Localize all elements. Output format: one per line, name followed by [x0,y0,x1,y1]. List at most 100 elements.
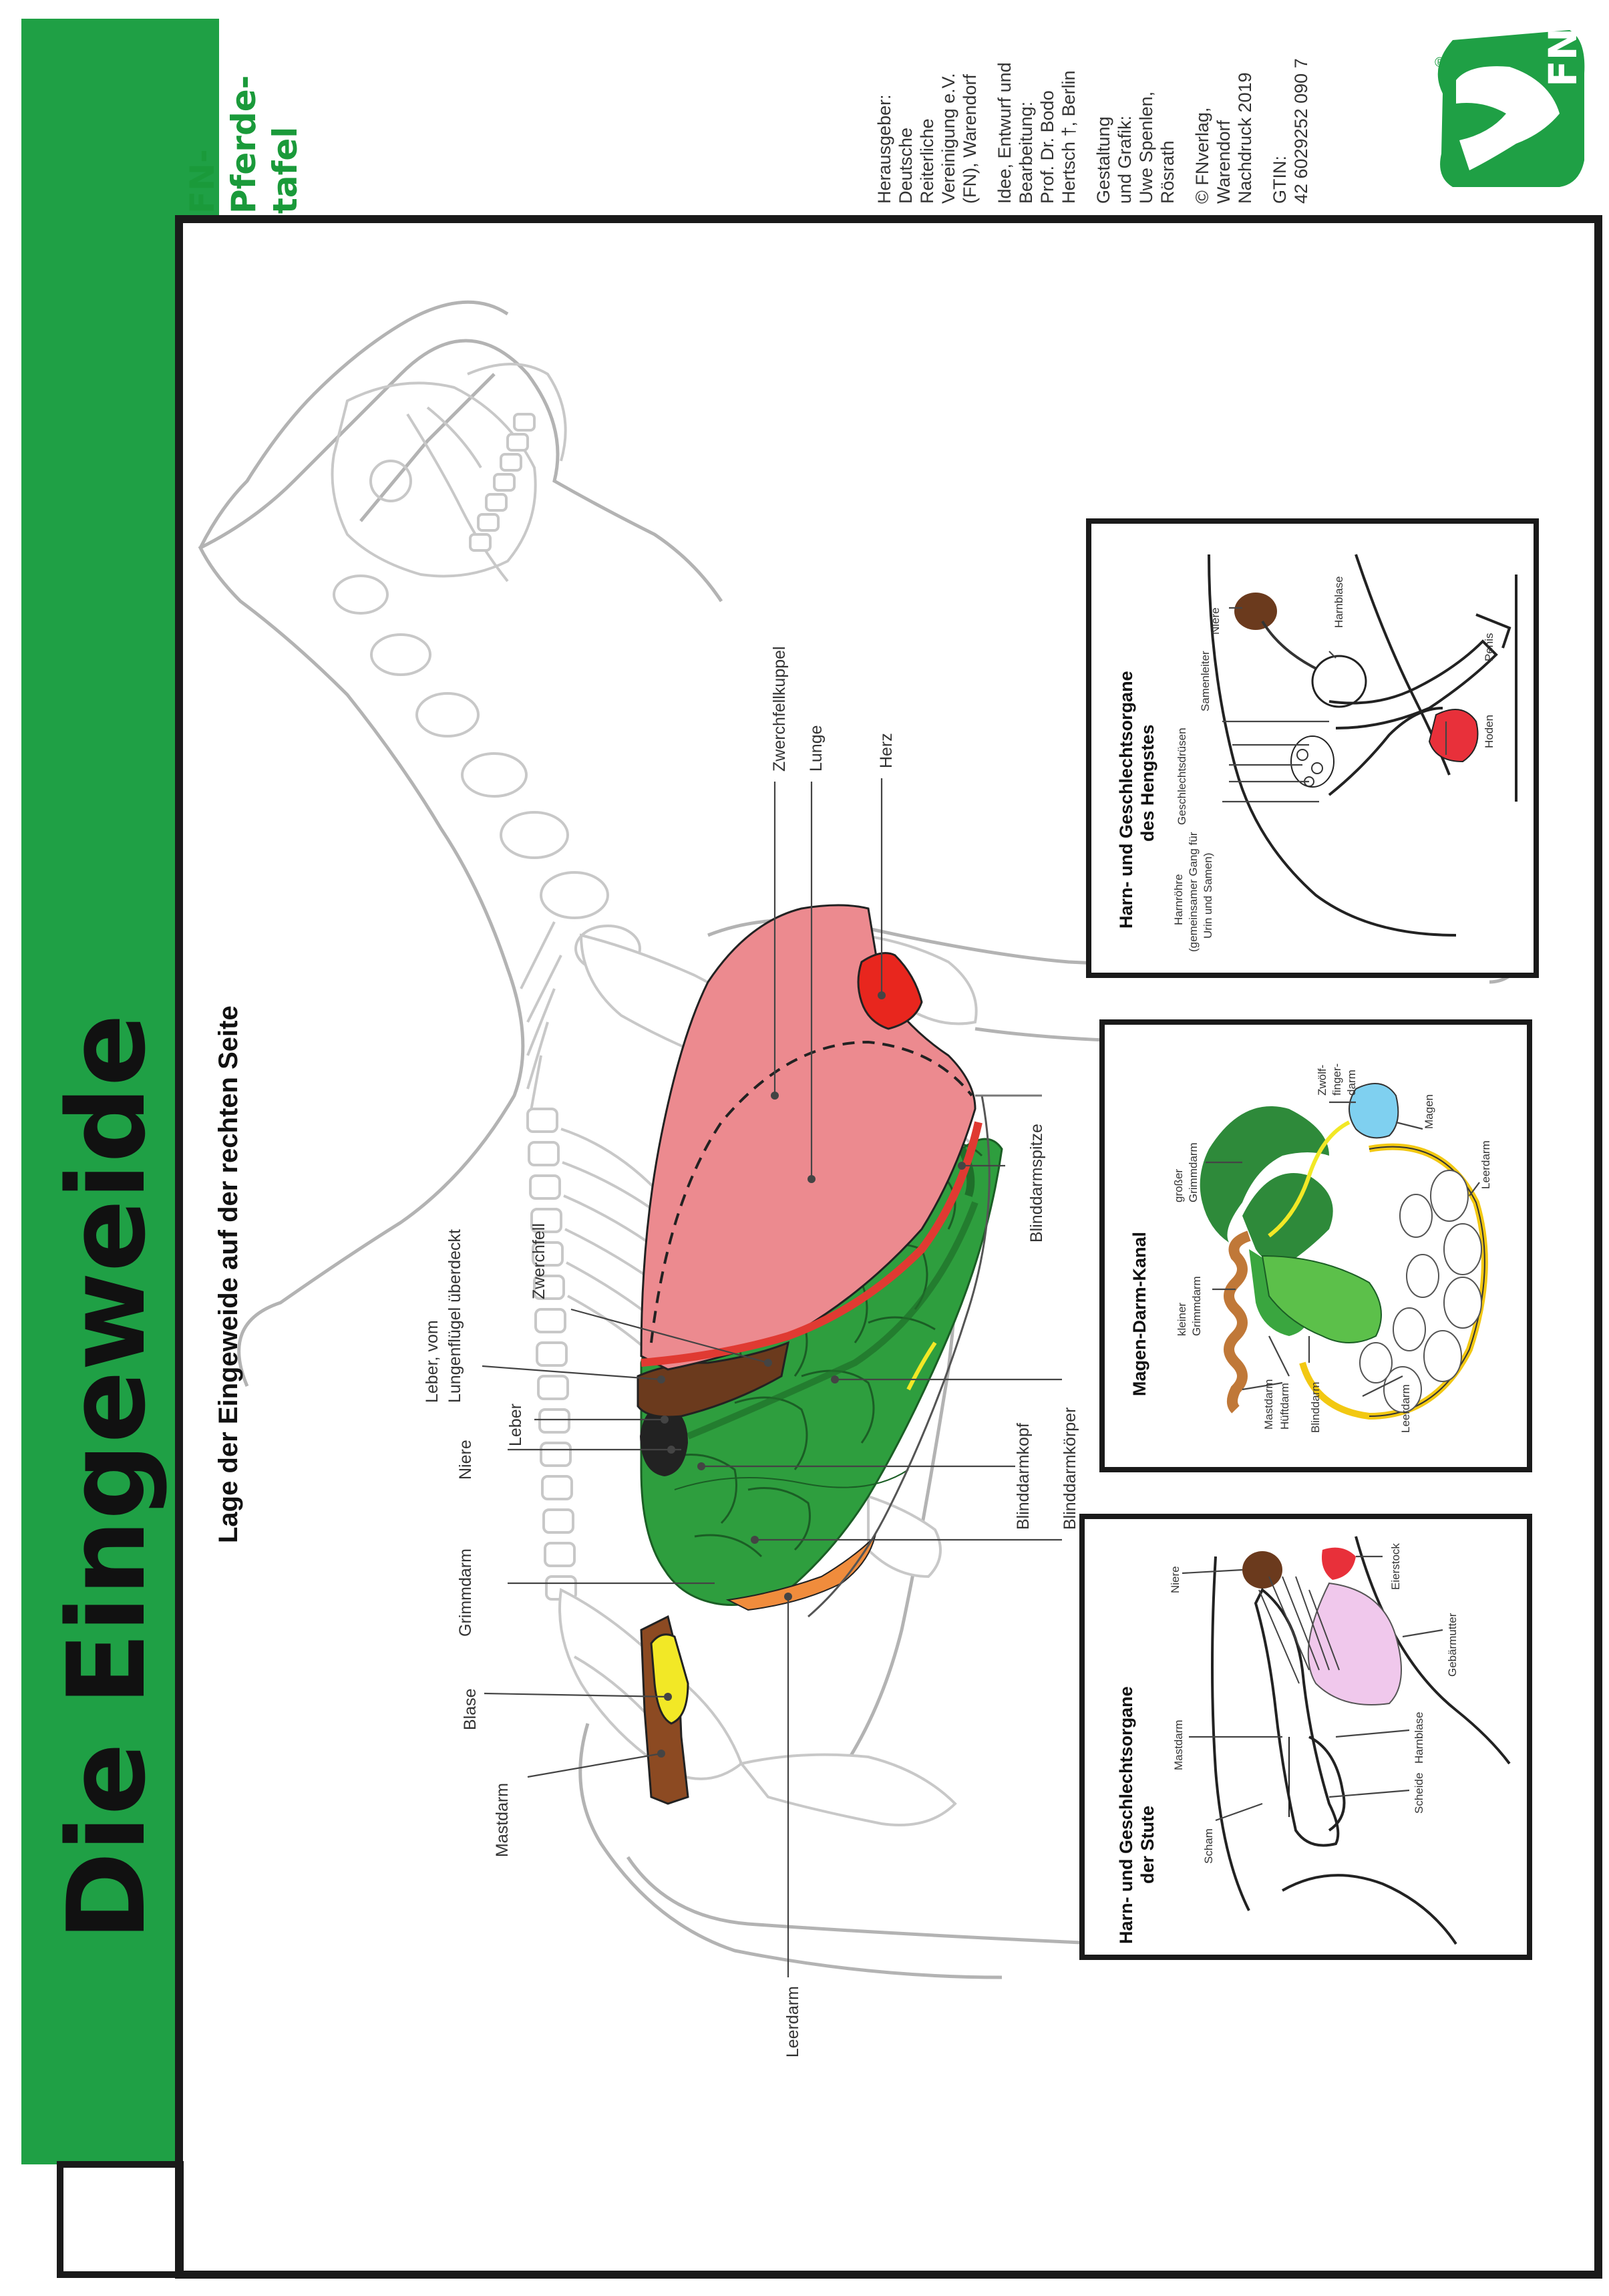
credit-design-4: Rösrath [1157,140,1178,204]
registered-mark: ® [1435,55,1445,70]
stute-label-niere: Niere [1169,1566,1182,1593]
hengst-testis [1428,709,1479,763]
label-leber-ueberdeckt-1: Leber, vom [423,1320,441,1403]
fn-logo-text: FN [1540,28,1586,87]
inset-hengst-title-1: Harn- und Geschlechtsorgane [1116,671,1136,929]
green-title-band [21,19,180,2164]
heart-organ [857,952,923,1030]
darm-label-zwoelf-3: darm [1345,1070,1358,1096]
stute-kidney [1242,1551,1282,1589]
main-title: Die Eingeweide [44,1014,169,1941]
bottom-left-frame [57,2161,184,2278]
hengst-label-niere: Niere [1209,607,1222,635]
label-grimmdarm: Grimmdarm [456,1548,475,1637]
label-mastdarm: Mastdarm [493,1783,512,1857]
label-lunge: Lunge [807,725,826,772]
hengst-label-geschlechtsdruesen: Geschlechtsdrüsen [1176,727,1188,825]
stute-label-mastdarm: Mastdarm [1172,1719,1185,1770]
darm-label-grosser-2: Grimmdarm [1187,1142,1200,1202]
credit-gtin-2: 42 6029252 090 7 [1291,58,1311,204]
credit-concept-3: Prof. Dr. Bodo [1037,90,1057,204]
diaphragm-organ [641,1121,982,1367]
darm-label-leerdarm-a: Leerdarm [1479,1140,1492,1189]
stute-label-scham: Scham [1202,1828,1215,1864]
main-frame [175,215,1602,2279]
leader-lines [482,778,1062,1977]
label-niere: Niere [456,1440,475,1480]
darm-stomach [1349,1083,1399,1139]
credit-copyright-3: Nachdruck 2019 [1235,72,1255,204]
darm-large-colon [1200,1106,1329,1243]
label-zwerchfellkuppel: Zwerchfellkuppel [770,646,789,772]
stute-label-eierstock: Eierstock [1389,1543,1402,1590]
label-leerdarm: Leerdarm [783,1986,802,2058]
darm-label-hueftdarm: Hüftdarm [1278,1383,1291,1430]
fn-green-strip [180,19,219,219]
darm-label-blinddarm: Blinddarm [1309,1381,1322,1433]
credit-publisher-4: Vereinigung e.V. [938,73,958,204]
bladder-organ [650,1633,689,1725]
darm-label-magen: Magen [1423,1094,1435,1129]
hengst-bladder [1311,655,1367,708]
inset-hengst: Harn- und Geschlechtsorgane des Hengstes [1086,518,1539,978]
subtitle: Lage der Eingeweide auf der rechten Seit… [214,1005,243,1543]
hengst-label-harnblase: Harnblase [1332,577,1345,629]
hengst-label-penis: Penis [1483,633,1495,661]
label-herz: Herz [877,733,896,768]
hengst-kidney [1234,593,1277,630]
inset-stute: Harn- und Geschlechtsorgane der Stute [1079,1514,1532,1960]
credit-publisher-3: Reiterliche [917,118,937,204]
jejunum-organ [725,1534,876,1611]
label-leber: Leber [506,1404,525,1446]
stute-label-harnblase: Harnblase [1413,1712,1425,1764]
inset-hengst-title-2: des Hengstes [1137,724,1157,842]
label-blinddarmspitze: Blinddarmspitze [1027,1124,1046,1243]
darm-label-grosser-1: großer [1172,1169,1185,1202]
credit-publisher-1: Herausgeber: [874,94,894,204]
hengst-glands [1290,735,1334,788]
credit-design-3: Uwe Spenlen, [1136,92,1156,204]
series-name-line3: tafel [266,127,305,214]
inset-stute-title-1: Harn- und Geschlechtsorgane [1116,1686,1136,1944]
label-leber-ueberdeckt-2: Lungenflügel überdeckt [445,1229,464,1403]
series-name-line1: FN- [183,149,222,214]
kidney-organ [640,1406,688,1476]
inset-darm: Magen-Darm-Kanal [1099,1019,1532,1472]
stute-ovary [1322,1547,1356,1580]
label-blase: Blase [461,1688,480,1730]
cecum-folds [674,1469,909,1490]
credit-design-2: und Grafik: [1115,116,1135,204]
darm-label-kleiner-1: kleiner [1176,1303,1188,1336]
hengst-label-harnroehre-1: Harnröhre [1172,874,1185,925]
darm-label-leerdarm-b: Leerdarm [1399,1384,1412,1433]
stute-label-scheide: Scheide [1413,1773,1425,1814]
hengst-label-samenleiter: Samenleiter [1199,651,1212,711]
hengst-label-harnroehre-3: Urin und Samen) [1202,852,1214,939]
fn-logo: FN ® [1435,28,1586,187]
stute-label-gebaermutter: Gebärmutter [1446,1613,1459,1677]
label-blinddarmkoerper: Blinddarmkörper [1061,1408,1079,1530]
credit-publisher-5: (FN), Warendorf [960,73,980,204]
credit-design-1: Gestaltung [1093,116,1113,204]
stute-uterus [1307,1582,1402,1705]
darm-label-kleiner-2: Grimmdarm [1190,1276,1203,1336]
darm-label-mastdarm: Mastdarm [1262,1379,1275,1430]
credit-concept-2: Bearbeitung: [1016,102,1036,204]
hengst-label-harnroehre-2: (gemeinsamer Gang für [1187,832,1200,952]
label-zwerchfell: Zwerchfell [530,1223,548,1299]
credit-copyright-2: Warendorf [1214,120,1234,204]
credit-concept-4: Hertsch †, Berlin [1059,70,1079,204]
credit-copyright-1: © FNverlag, [1192,108,1212,204]
series-name-line2: Pferde- [224,75,263,214]
credit-concept-1: Idee, Entwurf und [995,62,1015,204]
inset-darm-title: Magen-Darm-Kanal [1129,1232,1149,1396]
darm-label-zwoelf-2: finger- [1330,1063,1343,1096]
credit-gtin-1: GTIN: [1270,156,1290,204]
inset-stute-title-2: der Stute [1137,1806,1157,1884]
credits-block: Herausgeber: Deutsche Reiterliche Verein… [874,58,1311,204]
darm-label-zwoelf-1: Zwölf- [1316,1065,1328,1096]
darm-small-colon [1224,1231,1251,1414]
organs [637,904,1042,1805]
hengst-label-hoden: Hoden [1483,715,1495,748]
